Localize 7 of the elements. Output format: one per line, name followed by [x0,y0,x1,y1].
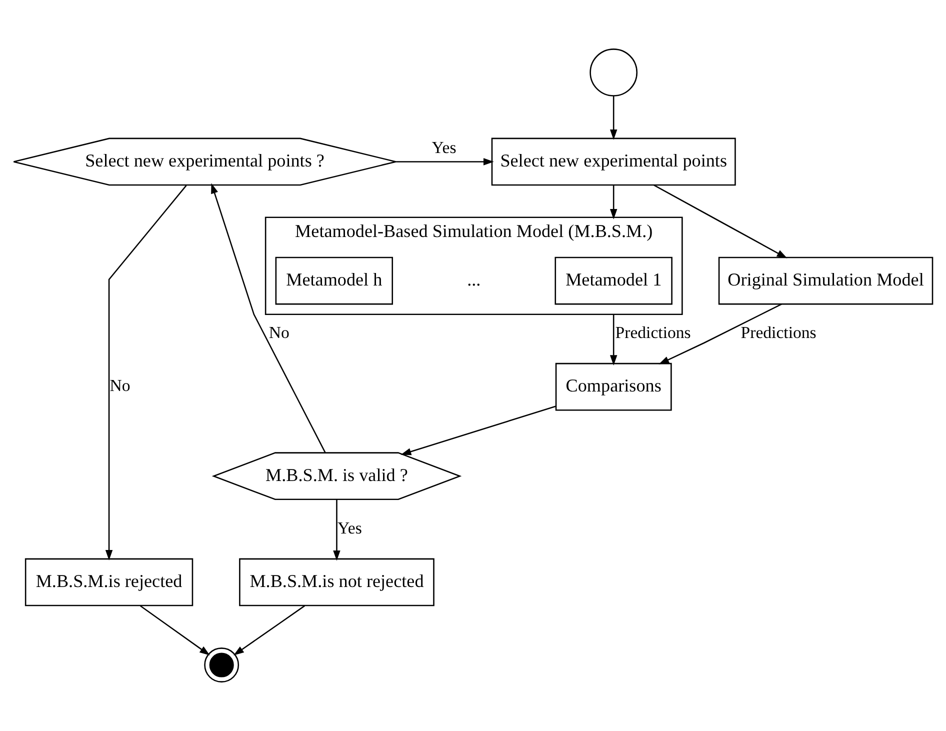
node-text: ... [467,270,481,290]
edge-label: Yes [432,138,456,158]
edge-label: Yes [337,518,362,538]
edge-label: Predictions [615,323,691,342]
edge-label: Predictions [740,323,816,342]
edge-label: No [268,323,290,342]
edge-label: No [110,376,130,396]
